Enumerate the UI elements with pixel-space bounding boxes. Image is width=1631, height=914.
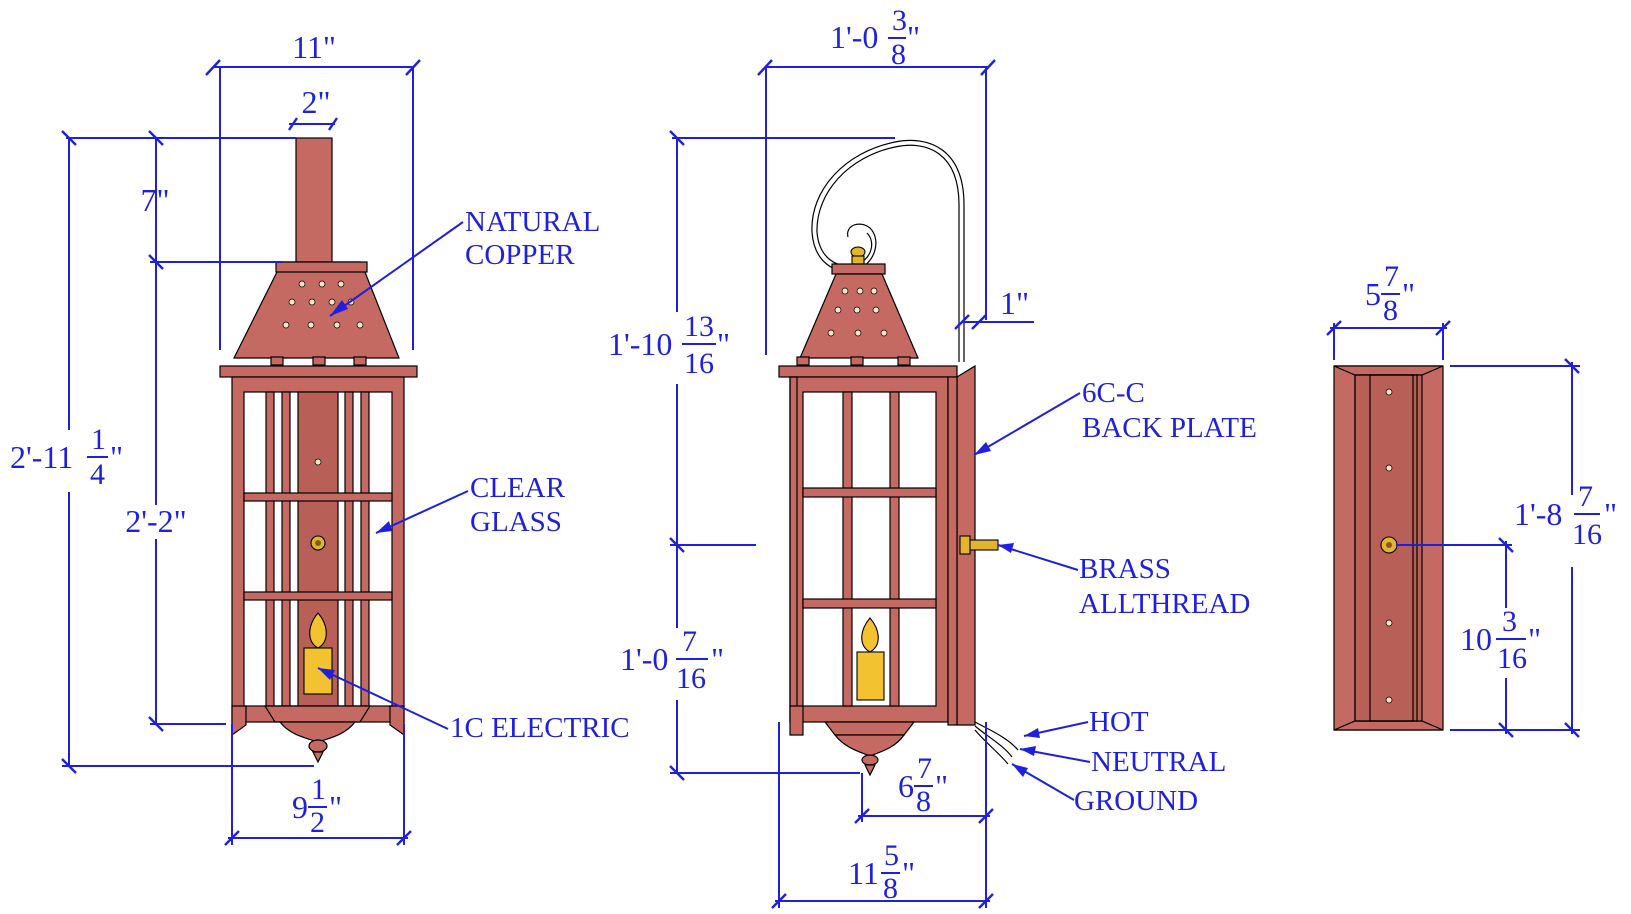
svg-text:3: 3 <box>1502 605 1517 638</box>
front-bottom-width-label: 9 1 2 " <box>292 773 342 839</box>
side-bottom-width-label: 11 5 8 " <box>848 839 915 905</box>
back-plate-label-1: 6C-C <box>1082 377 1145 409</box>
natural-copper-label-2: COPPER <box>465 239 575 271</box>
svg-text:5: 5 <box>1365 276 1381 312</box>
svg-text:8: 8 <box>916 785 931 818</box>
svg-text:7: 7 <box>1384 260 1399 293</box>
side-upper-height-label: 1'-10 13 16 " <box>608 310 730 380</box>
svg-text:": " <box>907 19 920 55</box>
front-view <box>219 137 418 764</box>
side-eave <box>778 365 958 378</box>
svg-text:7: 7 <box>1578 480 1593 513</box>
side-callouts: 6C-C BACK PLATE BRASS ALLTHREAD HOT NEUT… <box>973 377 1257 817</box>
side-lower-height-label: 1'-0 7 16 " <box>620 625 724 695</box>
front-callouts: NATURAL COPPER CLEAR GLASS 1C ELECTRIC <box>317 206 630 744</box>
svg-text:3: 3 <box>892 4 907 37</box>
svg-text:1'-0: 1'-0 <box>620 641 668 677</box>
svg-text:10: 10 <box>1460 621 1492 657</box>
svg-text:7: 7 <box>682 625 697 658</box>
arm-offset-label: 1" <box>1000 285 1029 321</box>
side-roof <box>799 273 919 359</box>
svg-text:16: 16 <box>684 347 714 380</box>
svg-text:4: 4 <box>90 458 105 491</box>
svg-text:11: 11 <box>848 855 879 891</box>
back-plate-view <box>1333 365 1444 731</box>
svg-text:7: 7 <box>917 752 932 785</box>
svg-text:8: 8 <box>883 872 898 905</box>
svg-text:13: 13 <box>684 310 714 343</box>
chimney-width-label: 2" <box>301 84 330 120</box>
svg-text:16: 16 <box>1572 518 1602 551</box>
clear-glass-label-2: GLASS <box>470 506 562 538</box>
back-plate-label-2: BACK PLATE <box>1082 412 1257 444</box>
natural-copper-label-1: NATURAL <box>465 206 600 238</box>
scroll-arm <box>811 139 965 362</box>
brass-allthread <box>966 539 999 551</box>
allthread-label-1: BRASS <box>1079 553 1171 585</box>
chimney-height-label: 7" <box>140 182 169 218</box>
svg-text:2: 2 <box>310 806 325 839</box>
svg-text:6: 6 <box>898 768 914 804</box>
side-dimensions: 1'-0 3 8 " 1'-10 13 16 " 1'-0 7 16 " <box>606 4 1034 909</box>
svg-text:1: 1 <box>91 423 106 456</box>
body-height-label: 2'-2" <box>125 503 186 539</box>
svg-text:16: 16 <box>676 662 706 695</box>
svg-text:": " <box>711 641 724 677</box>
hot-label: HOT <box>1089 706 1149 738</box>
clear-glass-label-1: CLEAR <box>470 472 566 504</box>
bottom-pan <box>263 705 372 723</box>
svg-text:16: 16 <box>1497 642 1527 675</box>
svg-text:": " <box>1604 496 1617 532</box>
bottom-finial <box>312 751 324 764</box>
front-dimensions: 11" 2" 7" 2'-2" 2'-11 1 4 " 9 1 2 <box>8 29 421 846</box>
svg-text:": " <box>935 768 948 804</box>
side-view <box>778 139 1019 777</box>
svg-text:": " <box>717 326 730 362</box>
svg-text:": " <box>110 439 123 475</box>
ground-label: GROUND <box>1074 785 1198 817</box>
svg-text:": " <box>902 855 915 891</box>
side-projection-label: 6 7 8 " <box>898 752 948 818</box>
roof-vent-holes <box>282 280 364 329</box>
svg-text:8: 8 <box>1383 294 1398 327</box>
svg-text:1: 1 <box>311 773 326 806</box>
overall-height-label: 2'-11 1 4 " <box>10 423 123 491</box>
allthread-label-2: ALLTHREAD <box>1079 588 1250 620</box>
mount-height-label: 10 3 16 " <box>1460 605 1541 675</box>
plate-width-label: 5 7 8 " <box>1365 260 1415 327</box>
svg-text:2'-11: 2'-11 <box>10 439 73 475</box>
side-roof-holes <box>827 287 888 337</box>
svg-text:5: 5 <box>884 839 899 872</box>
roof <box>233 261 400 359</box>
svg-text:": " <box>329 789 342 825</box>
side-overall-width-label: 1'-0 3 8 " <box>830 4 920 71</box>
svg-text:": " <box>1402 276 1415 312</box>
chimney <box>295 137 333 264</box>
neutral-label: NEUTRAL <box>1091 746 1226 778</box>
roof-cap <box>275 261 368 273</box>
svg-text:8: 8 <box>891 38 906 71</box>
svg-text:9: 9 <box>292 789 308 825</box>
eave <box>219 365 418 378</box>
svg-text:1'-0: 1'-0 <box>830 19 878 55</box>
svg-text:1'-10: 1'-10 <box>608 326 672 362</box>
front-width-label: 11" <box>292 29 336 65</box>
electric-label: 1C ELECTRIC <box>450 712 630 744</box>
back-plate-dimensions: 5 7 8 " 1'-8 7 16 " 10 3 16 " <box>1326 260 1630 738</box>
plate-height-label: 1'-8 7 16 " <box>1514 480 1617 551</box>
svg-text:1'-8: 1'-8 <box>1514 496 1562 532</box>
svg-text:": " <box>1528 621 1541 657</box>
